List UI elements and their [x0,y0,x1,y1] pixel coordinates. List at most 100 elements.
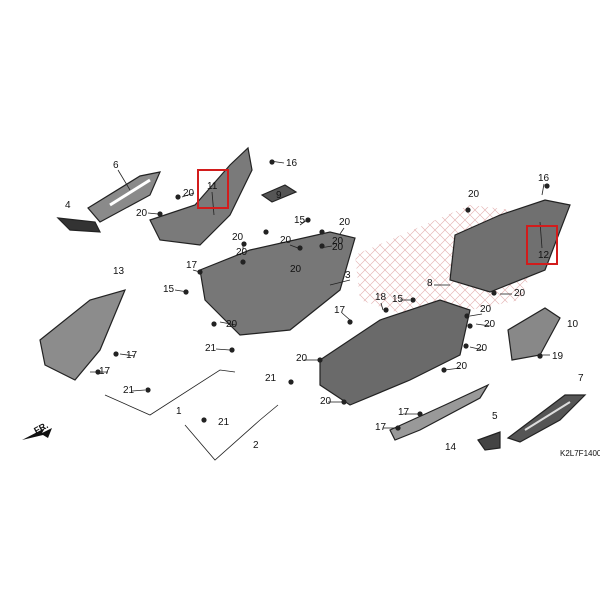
callout-21b: 21 [123,385,135,396]
callout-17d: 17 [334,305,346,316]
front-arrow [22,428,52,440]
callout-15b: 15 [163,284,175,295]
callout-20o: 20 [476,343,488,354]
leader-line [541,183,545,196]
callout-5: 5 [492,411,498,422]
fastener-bolt [201,417,207,423]
fastener-bolt [183,289,189,295]
callout-20i: 20 [290,264,302,275]
fastener-bolt [347,319,353,325]
callout-1: 1 [176,406,182,417]
callout-20a: 20 [183,188,195,199]
leader-line [119,353,136,357]
leader-line [380,302,384,311]
callout-17b: 17 [126,350,138,361]
fastener-bolt [319,229,325,235]
callout-20j: 20 [226,319,238,330]
fastener-bolt [241,241,247,247]
callout-21a: 21 [205,343,217,354]
fastener-bolt [537,353,543,359]
fastener-bolt [383,307,389,313]
part-7-stripe [524,401,571,431]
fastener-bolt [464,313,470,319]
callout-20c: 20 [339,217,351,228]
part-6-stripe [109,178,151,207]
callout-21d: 21 [218,417,230,428]
callout-21c: 21 [265,373,277,384]
callout-17a: 17 [186,260,198,271]
callout-6: 6 [113,160,119,171]
part-5-cover [477,431,501,451]
highlight-box-12 [526,225,558,265]
callout-8: 8 [427,278,433,289]
leader-line [444,367,461,371]
callout-15c: 15 [392,294,404,305]
part-2-bracket [184,404,279,461]
fastener-bolt [319,243,325,249]
callout-14: 14 [445,442,457,453]
fasteners [95,159,550,431]
callout-20b: 20 [136,208,148,219]
leader-line [339,227,345,235]
leader-line [147,212,159,215]
callout-20f: 20 [332,236,344,247]
callout-18: 18 [375,292,387,303]
part-14-strip [389,383,490,441]
callout-20q: 20 [456,361,468,372]
callout-19: 19 [552,351,564,362]
part-4-cover [56,217,102,233]
leader-line [117,169,131,191]
fastener-bolt [197,269,203,275]
callout-9: 9 [276,190,282,201]
callout-20h: 20 [236,247,248,258]
fastener-bolt [113,351,119,357]
callout-10: 10 [567,319,579,330]
part-11-inner-cover [149,146,253,246]
callout-20d: 20 [232,232,244,243]
callout-17e: 17 [398,407,410,418]
fastener-bolt [229,347,235,353]
callout-17f: 17 [375,422,387,433]
fastener-bolt [263,229,269,235]
fastener-bolt [240,259,246,265]
fastener-bolt [544,183,550,189]
callout-20e: 20 [280,235,292,246]
callout-20k: 20 [468,189,480,200]
fastener-bolt [269,159,275,165]
callout-20g: 20 [332,242,344,253]
fastener-bolt [95,369,101,375]
callout-12: 12 [538,250,550,261]
callout-20m: 20 [480,304,492,315]
callout-17c: 17 [99,366,111,377]
fastener-bolt [305,217,311,223]
leader-line [181,192,195,198]
fastener-bolt [441,367,447,373]
part-3-floor [199,231,356,336]
leader-line [341,312,351,321]
leader-line [475,323,491,327]
callout-3: 3 [345,270,351,281]
fastener-bolt [145,387,151,393]
leader-lines [90,160,550,429]
part-9-plate [260,184,298,203]
fastener-bolt [297,245,303,251]
callout-20p: 20 [296,353,308,364]
fastener-bolt [467,323,473,329]
fastener-bolt [463,343,469,349]
callout-16a: 16 [286,158,298,169]
leader-line [211,191,215,216]
diagram-code: K2L7F1400 [560,449,600,458]
fastener-bolt [395,425,401,431]
callout-13: 13 [113,266,125,277]
fastener-bolt [317,357,323,363]
callout-16b: 16 [538,173,550,184]
callout-15a: 15 [294,215,306,226]
fastener-bolt [410,297,416,303]
fastener-bolt [491,290,497,296]
leader-line [219,321,237,326]
part-18-floor-frame [319,299,471,406]
callout-11: 11 [207,181,218,192]
part-10-cover [507,307,561,361]
fastener-bolt [175,194,181,200]
